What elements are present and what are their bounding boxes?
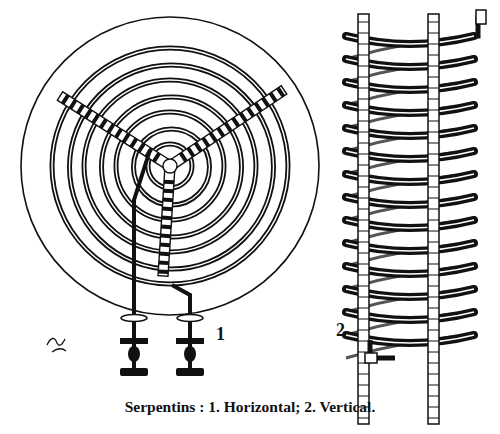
vertical-coil [346, 10, 486, 424]
callout-number: 2 [336, 320, 345, 341]
caption: Serpentins : 1. Horizontal; 2. Vertical. [125, 398, 376, 416]
callout-number: 1 [216, 324, 225, 345]
horizontal-coil [21, 17, 319, 376]
